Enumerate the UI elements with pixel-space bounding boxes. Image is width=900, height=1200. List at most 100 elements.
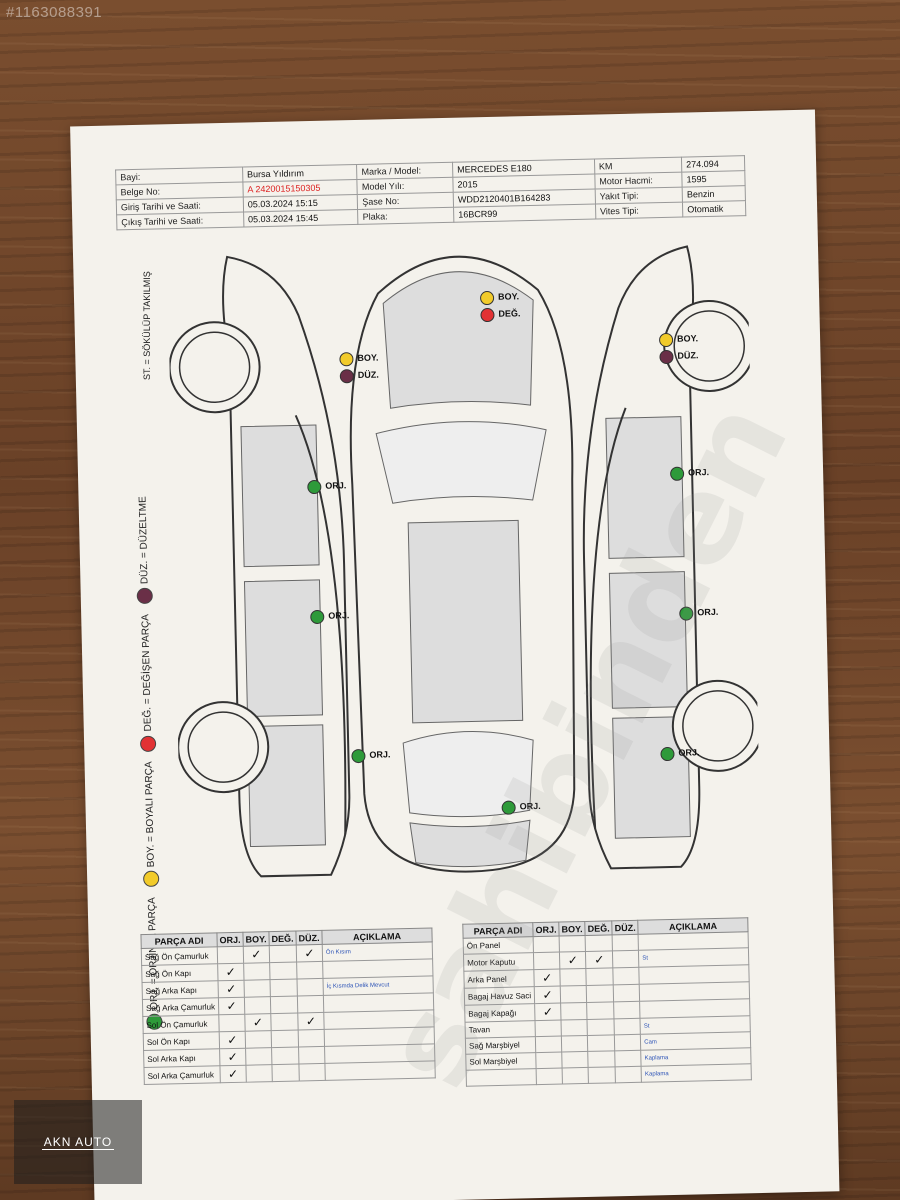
right-parts-cell-deg: ✓ [585,950,614,969]
right-parts-cell-duz [614,1018,641,1035]
left-parts-cell-duz [298,1046,325,1065]
mid-info-label: Plaka: [357,207,454,225]
right-parts-cell-duz [613,967,640,985]
left-parts-cell-boy [245,1030,272,1049]
left-parts-cell-boy [243,979,271,998]
right-front-fender-boy-label: BOY. [676,333,699,344]
legend-text: BOY. = BOYALI PARÇA [143,761,157,868]
right-info-value: Benzin [682,185,746,203]
left-parts-cell-orj: ✓ [219,1031,246,1049]
legend-item: DÜZ. = DÜZELTME [135,496,153,605]
left-parts-cell-boy [245,1047,272,1066]
right-rear-fender-orj-label: ORJ. [678,747,700,758]
right-parts-cell-note: Kaplama [641,1063,752,1083]
left-parts-header: ORJ. [216,932,244,947]
left-parts-cell-deg [269,979,298,997]
left-parts-cell-orj: ✓ [219,1048,246,1066]
left-parts-cell-name: Sağ Arka Kapı [142,980,219,1000]
right-parts-cell-duz [613,984,640,1002]
left-rear-door-orj-label: ORJ. [328,610,350,621]
left-parts-cell-orj: ✓ [217,963,244,981]
left-rear-fender-orj-label: ORJ. [369,749,391,760]
legend-item: DEĞ. = DEĞİŞEN PARÇA [137,614,157,752]
left-parts-cell-duz [296,961,323,980]
hood-boy-label: BOY. [497,291,520,302]
left-front-door-orj-label: ORJ. [325,480,347,491]
right-parts-cell-boy [561,1051,589,1069]
hood-deg-label: DEĞ. [498,308,521,319]
right-parts-cell-boy [561,1035,588,1053]
left-parts-cell-boy [245,1064,273,1083]
right-parts-cell-boy [560,1002,588,1021]
right-parts-cell-deg [586,984,614,1003]
left-parts-header: BOY. [242,931,270,947]
legend-color-dot [143,871,160,888]
right-parts-cell-orj [535,1020,562,1037]
left-parts-cell-deg [270,996,298,1014]
left-parts-cell-boy [244,996,271,1015]
right-parts-cell-boy [562,1067,589,1085]
brand-mark-text: AKN AUTO [41,1134,115,1150]
right-parts-cell-duz [612,950,640,968]
left-parts-cell-boy: ✓ [243,945,270,964]
left-info-label: Çıkış Tarihi ve Saati: [116,212,244,230]
left-parts-cell-duz [297,995,324,1014]
right-parts-cell-orj [536,1068,563,1085]
car-outline-drawing [168,245,764,878]
left-front-fender-boy-label: BOY. [357,352,379,363]
right-parts-cell-duz [615,1066,642,1083]
left-parts-cell-name: Sağ Ön Kapı [141,963,218,983]
left-parts-cell-orj: ✓ [219,1065,247,1083]
legend-text: DÜZ. = DÜZELTME [137,496,150,585]
right-parts-cell-boy [560,968,587,987]
left-parts-cell-name: Sağ Ön Çamurluk [141,946,218,966]
left-parts-cell-orj: ✓ [217,980,245,998]
left-parts-cell-duz [298,1029,325,1048]
right-parts-cell-duz [614,1034,641,1051]
left-parts-cell-boy [243,962,270,981]
left-parts-header: DEĞ. [268,931,297,946]
right-info-value: Otomatik [682,200,746,218]
legend-color-dot [136,587,153,605]
left-parts-cell-deg [271,1030,299,1048]
car-damage-diagram: BOY. DÜZ. ORJ. ORJ. ORJ. BOY. DEĞ. ORJ. … [167,225,764,898]
right-parts-cell-boy [561,1019,588,1037]
right-parts-cell-orj: ✓ [534,1003,562,1021]
right-parts-cell-boy [560,985,587,1004]
left-parts-cell-name: Sol Arka Kapı [143,1048,220,1068]
right-parts-header: DEĞ. [584,920,613,936]
left-parts-cell-duz [296,978,324,997]
right-parts-cell-deg [585,934,613,952]
left-parts-cell-deg [271,1047,299,1065]
left-parts-cell-name: Sol Ön Kapı [143,1031,220,1051]
right-info-value: 1595 [681,170,746,188]
left-parts-cell-duz: ✓ [296,944,323,963]
right-parts-cell-duz [612,934,639,951]
left-parts-cell-name: Sol Arka Çamurluk [143,1065,221,1085]
left-parts-cell-deg [269,945,297,963]
left-parts-cell-boy: ✓ [244,1013,272,1032]
right-info-label: Vites Tipi: [595,202,683,220]
left-parts-cell-name: Sağ Arka Çamurluk [142,997,219,1017]
left-info-value: 05.03.2024 15:45 [243,209,359,228]
legend-color-dot [139,735,157,752]
right-info-value: 274.094 [681,155,745,173]
left-front-fender-duz-label: DÜZ. [357,369,379,380]
listing-id: #1163088391 [6,4,103,21]
right-parts-header: DÜZ. [611,920,639,935]
left-parts-header: DÜZ. [295,930,323,946]
left-parts-cell-orj: ✓ [218,997,245,1015]
right-front-fender-duz-label: DÜZ. [677,350,699,361]
left-parts-cell-duz [298,1063,326,1081]
right-parts-cell-orj [535,1036,562,1053]
legend-item: BOY. = BOYALI PARÇA [141,761,160,888]
right-parts-cell-deg [586,967,614,986]
right-parts-cell-duz [613,1001,641,1019]
legend-st-note: ST. = SÖKÜLÜP TAKILMIŞ [142,271,152,380]
right-parts-cell-boy: ✓ [559,951,587,970]
right-parts-cell-orj [535,1052,563,1069]
